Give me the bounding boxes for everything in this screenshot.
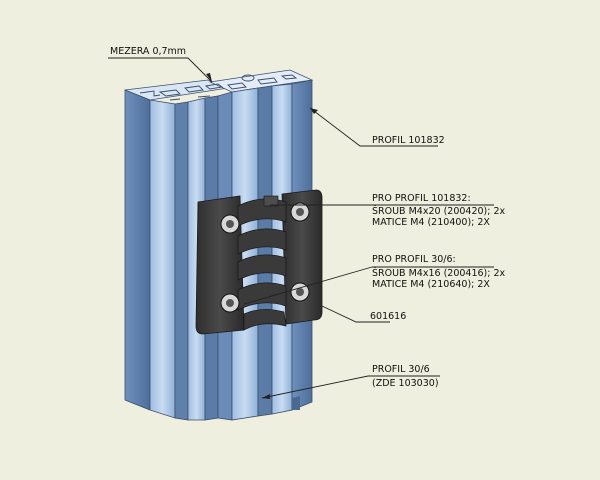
label-screws-101832-nut: MATICE M4 (210400); 2X <box>372 217 490 228</box>
label-screws-101832-screw: ŠROUB M4x20 (200420); 2x <box>372 205 506 217</box>
screw-top-left <box>220 214 240 234</box>
label-screws-101832-title: PRO PROFIL 101832: <box>372 193 471 204</box>
label-profile-30-6-note: (ZDE 103030) <box>372 378 439 389</box>
screw-top-right <box>290 202 310 222</box>
leader-arrowheads <box>206 73 318 399</box>
leader-lines <box>108 57 494 399</box>
label-screws-30-6-screw: ŠROUB M4x16 (200416); 2x <box>372 267 506 279</box>
label-profile-101832: PROFIL 101832 <box>372 135 445 146</box>
label-profile-30-6: PROFIL 30/6 <box>372 364 430 375</box>
screw-bottom-left <box>220 293 240 313</box>
hinge-601616 <box>195 189 323 335</box>
label-screws-30-6-nut: MATICE M4 (210640); 2X <box>372 279 490 290</box>
screw-bottom-right <box>290 282 310 302</box>
label-gap: MEZERA 0,7mm <box>110 46 186 57</box>
profile-top-slots <box>139 74 298 101</box>
label-hinge-601616: 601616 <box>370 311 406 322</box>
label-screws-30-6-title: PRO PROFIL 30/6: <box>372 254 456 265</box>
